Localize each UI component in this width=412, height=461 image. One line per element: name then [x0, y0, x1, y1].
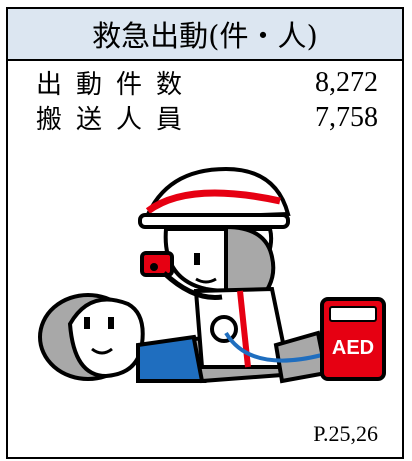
page-reference: P.25,26: [313, 421, 378, 446]
paramedic-illustration: AED: [38, 166, 386, 384]
info-card: 救急出動(件・人) 出動件数 8,272 搬送人員 7,758: [6, 7, 404, 459]
stat-row-dispatches: 出動件数 8,272: [36, 65, 378, 101]
stat-value: 8,272: [315, 66, 378, 98]
stat-label: 搬送人員: [36, 105, 197, 135]
stat-label: 出動件数: [36, 70, 197, 100]
aed-label: AED: [332, 337, 374, 359]
aed-cable: [224, 331, 323, 363]
stat-value: 7,758: [315, 101, 378, 133]
stats-list: 出動件数 8,272 搬送人員 7,758: [36, 65, 378, 136]
paramedic-figure: [138, 166, 329, 384]
card-title: 救急出動(件・人): [8, 9, 402, 61]
stat-row-transported: 搬送人員 7,758: [36, 100, 378, 136]
aed-device: AED: [320, 297, 386, 381]
